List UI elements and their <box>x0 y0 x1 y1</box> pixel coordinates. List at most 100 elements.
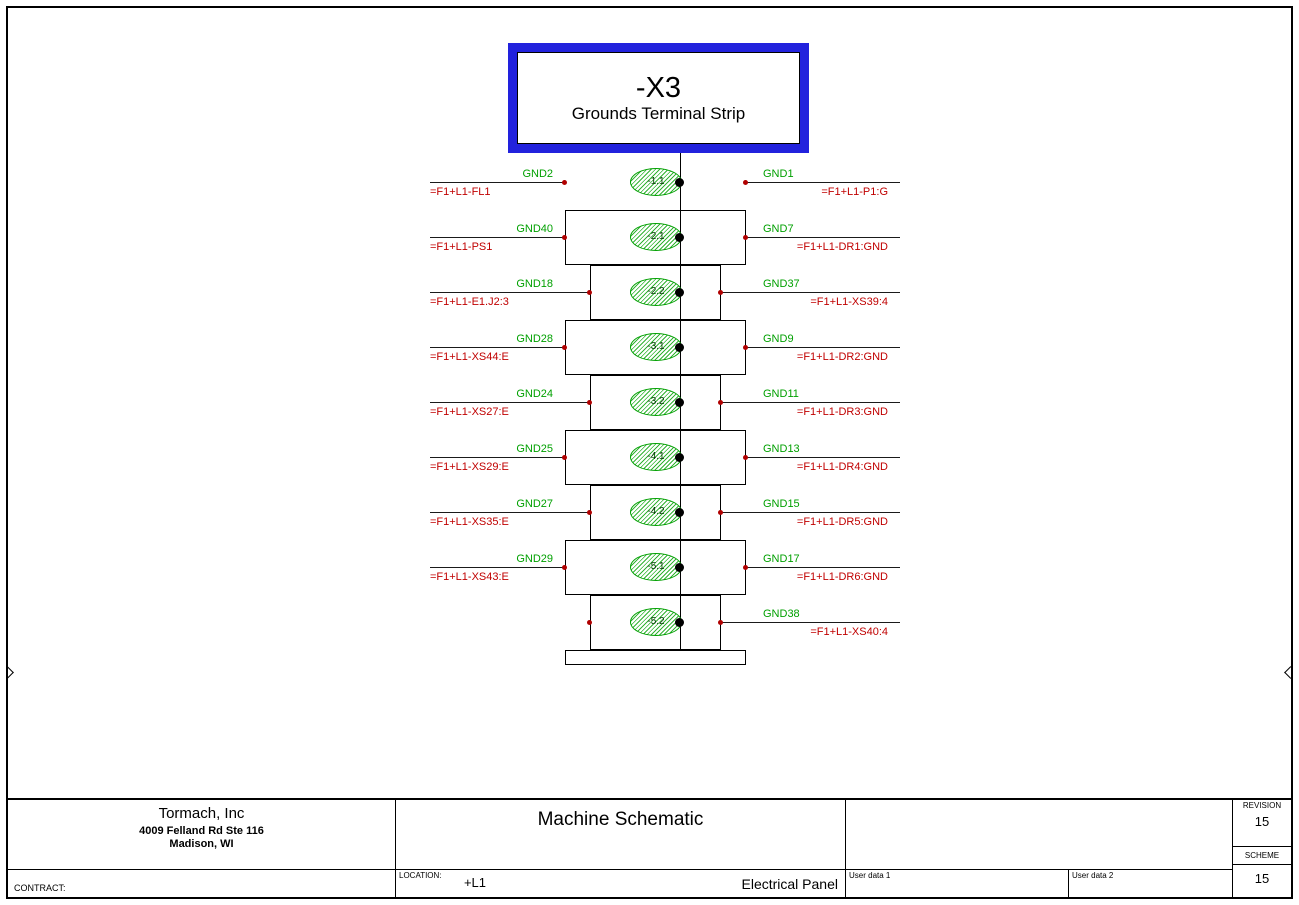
terminal-symbol-ellipse: -2.2 <box>630 277 682 306</box>
bus-connection-node <box>675 397 684 407</box>
right-device-ref: =F1+L1-DR2:GND <box>796 350 888 363</box>
location-value: +L1 <box>463 875 487 890</box>
right-device-ref: =F1+L1-XS40:4 <box>810 625 888 638</box>
right-terminal-label: GND7 <box>763 222 794 235</box>
bus-connection-node <box>675 562 684 572</box>
right-terminal-label: GND15 <box>763 497 800 510</box>
titleblock-divider <box>1068 869 1069 897</box>
terminal-row: GND28 =F1+L1-XS44:E GND9 =F1+L1-DR2:GND … <box>0 319 1299 375</box>
right-device-ref: =F1+L1-DR1:GND <box>796 240 888 253</box>
right-device-ref: =F1+L1-DR5:GND <box>796 515 888 528</box>
right-device-ref: =F1+L1-DR6:GND <box>796 570 888 583</box>
left-terminal-label: GND28 <box>516 332 553 345</box>
terminal-symbol-ellipse: -2.1 <box>630 222 682 251</box>
right-wire <box>720 511 900 513</box>
terminal-strip-description: Grounds Terminal Strip <box>571 104 746 123</box>
titleblock-middle-line <box>8 869 1232 870</box>
right-wire <box>745 566 900 568</box>
right-pin-dot <box>743 234 748 240</box>
terminal-symbol-ellipse: -5.1 <box>630 552 682 581</box>
left-wire <box>430 346 565 348</box>
left-device-ref: =F1+L1-E1.J2:3 <box>430 295 509 308</box>
right-device-ref: =F1+L1-DR3:GND <box>796 405 888 418</box>
company-address-line1: 4009 Felland Rd Ste 116 <box>139 825 264 837</box>
bus-connection-node <box>675 342 684 352</box>
location-label: LOCATION: <box>399 871 442 880</box>
left-device-ref: =F1+L1-PS1 <box>430 240 493 253</box>
right-wire <box>745 236 900 238</box>
left-pin-dot <box>587 509 592 515</box>
left-pin-dot <box>562 454 567 460</box>
terminal-designation: -5.1 <box>647 561 665 572</box>
terminal-row: GND27 =F1+L1-XS35:E GND15 =F1+L1-DR5:GND… <box>0 484 1299 540</box>
left-pin-dot <box>562 179 567 185</box>
left-terminal-label: GND27 <box>516 497 553 510</box>
scheme-value: 15 <box>1254 871 1270 886</box>
revision-label: REVISION <box>1242 801 1282 810</box>
terminal-designation: -5.2 <box>647 616 665 627</box>
terminal-designation: -3.2 <box>647 396 665 407</box>
right-terminal-label: GND9 <box>763 332 794 345</box>
right-pin-dot <box>743 179 748 185</box>
document-title: Machine Schematic <box>537 809 704 830</box>
titleblock-divider <box>1232 798 1233 897</box>
left-wire <box>430 511 590 513</box>
left-device-ref: =F1+L1-FL1 <box>430 185 491 198</box>
terminal-strip-header-box: -X3 Grounds Terminal Strip <box>508 43 809 153</box>
left-terminal-label: GND40 <box>516 222 553 235</box>
left-pin-dot <box>587 289 592 295</box>
right-wire <box>745 181 900 183</box>
right-wire <box>720 291 900 293</box>
right-wire <box>745 456 900 458</box>
right-terminal-label: GND17 <box>763 552 800 565</box>
terminal-designation: -4.2 <box>647 506 665 517</box>
contract-label: CONTRACT: <box>14 883 66 893</box>
terminal-row: GND2 =F1+L1-FL1 GND1 =F1+L1-P1:G -1.1 <box>0 155 1299 210</box>
left-pin-dot <box>587 619 592 625</box>
scheme-label: SCHEME <box>1244 851 1280 860</box>
terminal-designation: -4.1 <box>647 451 665 462</box>
terminal-row: GND38 =F1+L1-XS40:4 -5.2 <box>0 594 1299 650</box>
left-wire <box>430 401 590 403</box>
right-terminal-label: GND13 <box>763 442 800 455</box>
bus-connection-node <box>675 177 684 187</box>
terminal-symbol-ellipse: -5.2 <box>630 607 682 636</box>
right-wire <box>745 346 900 348</box>
right-terminal-label: GND38 <box>763 607 800 620</box>
terminal-row: GND29 =F1+L1-XS43:E GND17 =F1+L1-DR6:GND… <box>0 539 1299 595</box>
left-pin-dot <box>587 399 592 405</box>
bus-connection-node <box>675 232 684 242</box>
company-address-line2: Madison, WI <box>169 838 234 850</box>
bus-connection-node <box>675 452 684 462</box>
titleblock-divider <box>845 798 846 897</box>
left-device-ref: =F1+L1-XS44:E <box>430 350 509 363</box>
titleblock-divider <box>395 798 396 897</box>
terminal-designation: -2.1 <box>647 231 665 242</box>
right-terminal-label: GND1 <box>763 167 794 180</box>
left-pin-dot <box>562 344 567 350</box>
right-device-ref: =F1+L1-XS39:4 <box>810 295 888 308</box>
terminal-strip-tag: -X3 <box>635 72 682 104</box>
terminal-symbol-ellipse: -4.1 <box>630 442 682 471</box>
left-device-ref: =F1+L1-XS29:E <box>430 460 509 473</box>
left-device-ref: =F1+L1-XS43:E <box>430 570 509 583</box>
revision-value: 15 <box>1254 814 1270 829</box>
right-device-ref: =F1+L1-DR4:GND <box>796 460 888 473</box>
terminal-strip-end-bracket <box>565 650 746 665</box>
right-pin-dot <box>718 399 723 405</box>
left-wire <box>430 181 565 183</box>
right-wire <box>720 401 900 403</box>
right-terminal-label: GND37 <box>763 277 800 290</box>
terminal-designation: -3.1 <box>647 341 665 352</box>
terminal-symbol-ellipse: -3.2 <box>630 387 682 416</box>
company-name: Tormach, Inc <box>158 805 245 822</box>
left-pin-dot <box>562 234 567 240</box>
terminal-row: GND25 =F1+L1-XS29:E GND13 =F1+L1-DR4:GND… <box>0 429 1299 485</box>
left-terminal-label: GND24 <box>516 387 553 400</box>
left-wire <box>430 456 565 458</box>
left-terminal-label: GND2 <box>522 167 553 180</box>
bus-connection-node <box>675 287 684 297</box>
revision-cell-divider <box>1233 864 1291 865</box>
terminal-designation: -2.2 <box>647 286 665 297</box>
